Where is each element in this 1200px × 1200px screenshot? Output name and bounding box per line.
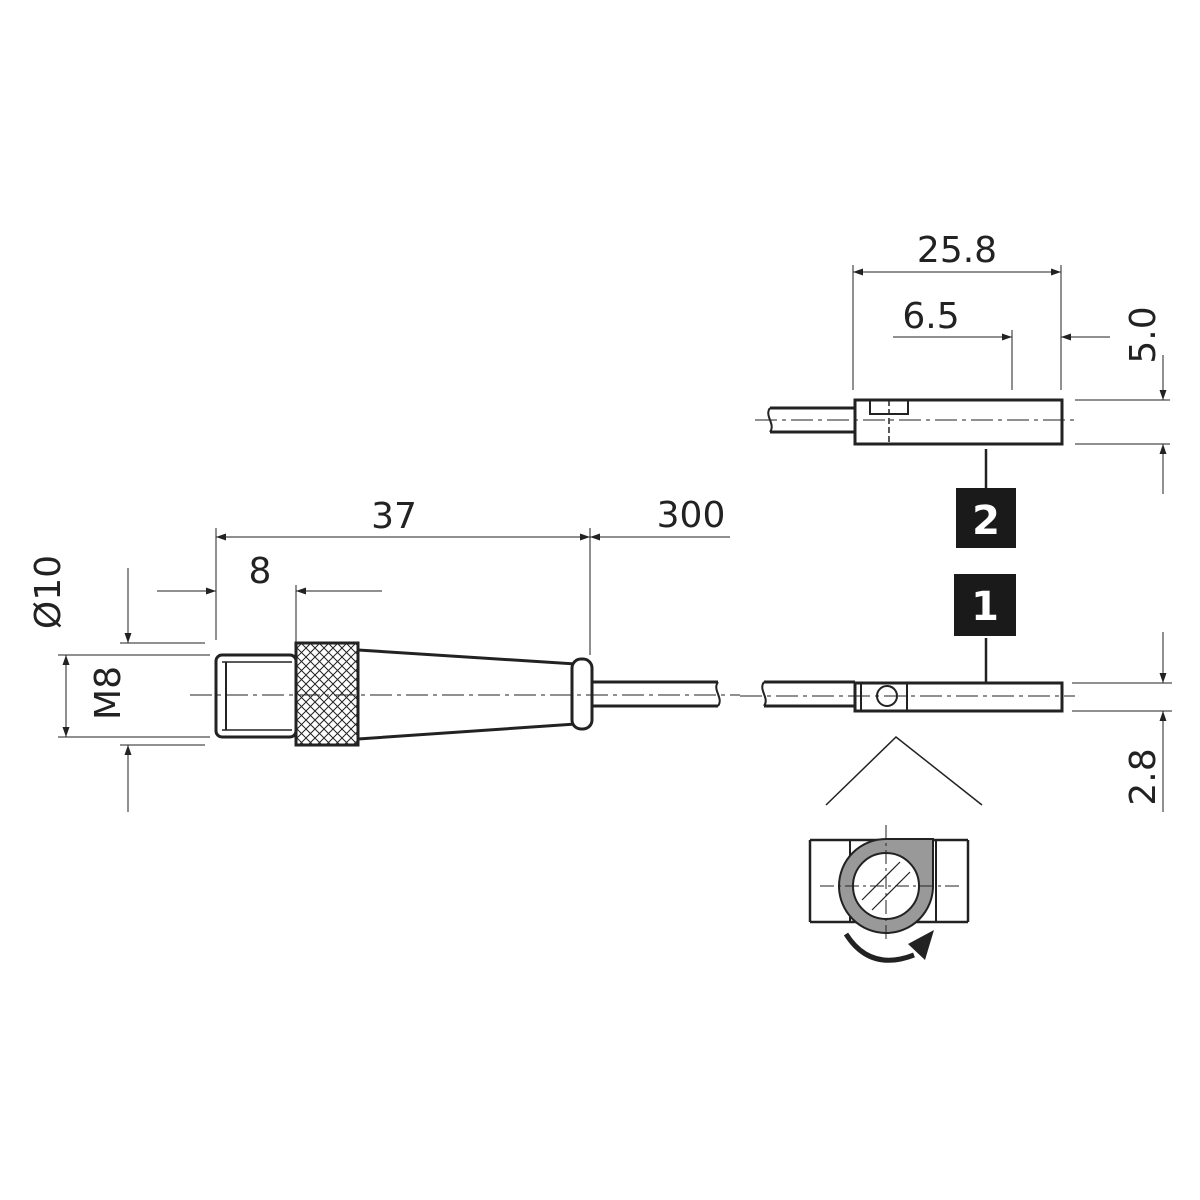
callout-2-label: 2 [972, 498, 1000, 544]
dim-thread-m8: M8 [88, 666, 129, 720]
dim-height-2-8: 2.8 [1123, 748, 1164, 805]
dim-length-300: 300 [657, 495, 726, 536]
connector-strain-relief [570, 657, 594, 731]
callout-1-label: 1 [971, 584, 999, 630]
callout-2: 2 [956, 488, 1016, 548]
dim-length-37: 37 [371, 496, 417, 537]
connector-thread [214, 653, 298, 739]
dim-diameter-10: Ø10 [28, 555, 69, 629]
dim-length-25-8: 25.8 [917, 230, 997, 271]
dim-length-6-5: 6.5 [902, 296, 959, 337]
rotation-arrow-icon [843, 932, 915, 963]
dim-length-8: 8 [249, 551, 272, 592]
dim-height-5-0: 5.0 [1123, 306, 1164, 363]
sensor-top-view [767, 398, 1064, 446]
rotation-detail [808, 736, 983, 963]
connector-m8 [214, 641, 721, 747]
sensor-side-view [761, 680, 1064, 713]
callout-1: 1 [954, 574, 1016, 636]
connector-knurled-nut [294, 641, 360, 747]
